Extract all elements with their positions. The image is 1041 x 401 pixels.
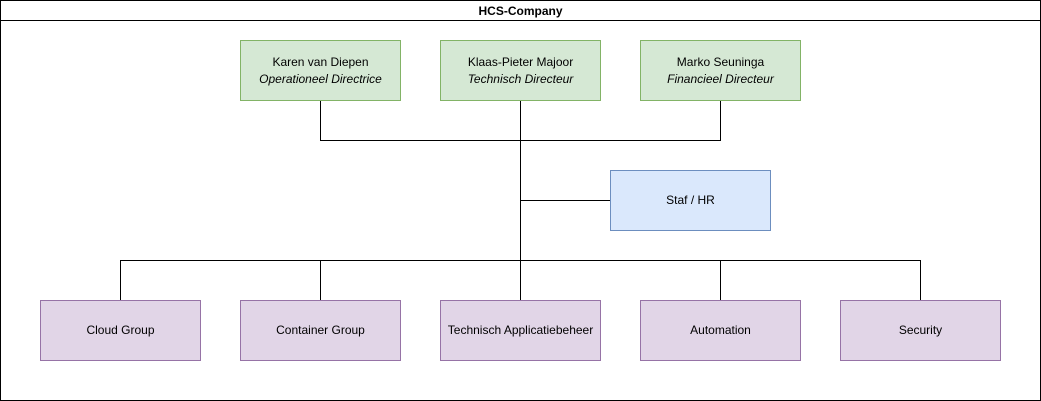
director-node-financial: Marko Seuninga Financieel Directeur bbox=[640, 40, 801, 101]
department-node-applicatiebeheer: Technisch Applicatiebeheer bbox=[440, 300, 601, 361]
department-label: Cloud Group bbox=[86, 323, 155, 337]
director-role: Financieel Directeur bbox=[667, 71, 774, 86]
department-label: Automation bbox=[690, 323, 751, 337]
department-node-cloud-group: Cloud Group bbox=[40, 300, 201, 361]
director-node-technical: Klaas-Pieter Majoor Technisch Directeur bbox=[440, 40, 601, 101]
director-name: Karen van Diepen bbox=[272, 54, 369, 69]
department-node-automation: Automation bbox=[640, 300, 801, 361]
director-role: Operationeel Directrice bbox=[259, 71, 382, 86]
department-node-container-group: Container Group bbox=[240, 300, 401, 361]
director-node-operations: Karen van Diepen Operationeel Directrice bbox=[240, 40, 401, 101]
diagram-title: HCS-Company bbox=[1, 1, 1040, 21]
staff-hr-node: Staf / HR bbox=[610, 170, 771, 231]
department-label: Container Group bbox=[276, 323, 365, 337]
director-name: Klaas-Pieter Majoor bbox=[467, 54, 574, 69]
department-node-security: Security bbox=[840, 300, 1001, 361]
department-label: Security bbox=[898, 323, 943, 337]
director-role: Technisch Directeur bbox=[467, 71, 574, 86]
staff-label: Staf / HR bbox=[666, 193, 715, 207]
director-name: Marko Seuninga bbox=[676, 54, 765, 69]
department-label: Technisch Applicatiebeheer bbox=[447, 323, 594, 337]
